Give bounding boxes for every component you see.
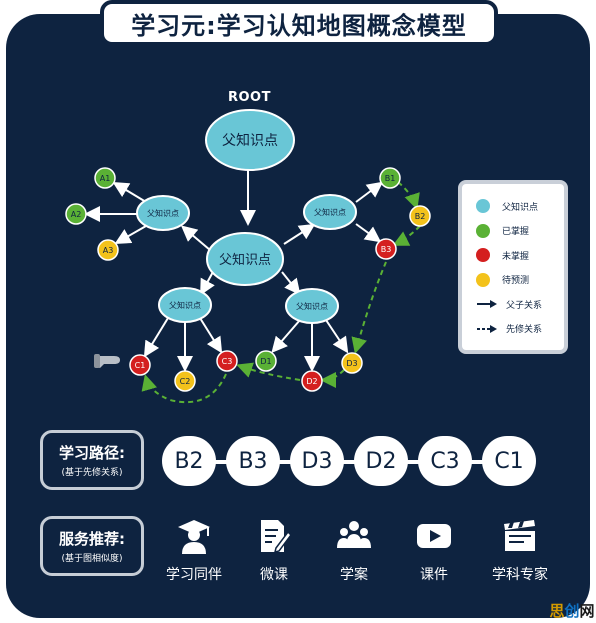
service-label: 学案 (340, 567, 368, 583)
node-c2 (174, 370, 196, 392)
legend-item-prerequisite: 先修关系 (476, 317, 564, 342)
legend-item-parent: 父知识点 (476, 194, 564, 219)
node-b1 (379, 167, 401, 189)
service-study-plan[interactable]: 学案 (314, 518, 394, 584)
legend-label: 先修关系 (506, 325, 543, 336)
node-c2-label: C2 (180, 377, 191, 386)
service-microlesson[interactable]: 微课 (234, 518, 314, 584)
clapperboard-icon (502, 518, 538, 554)
node-a2 (65, 203, 87, 225)
service-label: 微课 (260, 567, 288, 583)
node-b3-label: B3 (381, 245, 392, 254)
legend-label: 待预测 (502, 276, 530, 287)
watermark-char: 创 (564, 602, 580, 620)
legend-item-pending: 待预测 (476, 268, 564, 293)
learning-path-title: 学习路径: (59, 444, 125, 462)
root-node-label: 父知识点 (222, 132, 278, 149)
node-c3 (216, 350, 238, 372)
path-step: D3 (290, 436, 344, 486)
right-bottom-node (285, 288, 339, 324)
node-b2-label: B2 (415, 212, 426, 221)
node-d3-label: D3 (346, 359, 357, 368)
service-courseware[interactable]: 课件 (394, 518, 474, 584)
node-c3-label: C3 (222, 357, 233, 366)
left-top-node (136, 195, 190, 231)
dashed-arrow-icon (476, 324, 498, 334)
legend-item-mastered: 已掌握 (476, 219, 564, 244)
node-d3 (341, 352, 363, 374)
legend-label: 已掌握 (502, 227, 530, 238)
group-icon (336, 518, 372, 554)
parent-nodes (136, 109, 357, 324)
solid-arrow-icon (476, 299, 498, 309)
path-step: B3 (226, 436, 280, 486)
legend-mastered-dot (476, 223, 490, 238)
prerequisite-edges (141, 181, 421, 404)
service-expert[interactable]: 学科专家 (480, 518, 560, 584)
pointing-hand-icon (94, 354, 120, 368)
node-d1-label: D1 (260, 357, 271, 366)
learning-path: B2 B3 D3 D2 C3 C1 (162, 436, 542, 488)
watermark-char: 思 (549, 602, 565, 620)
node-b3 (375, 238, 397, 260)
path-step: D2 (354, 436, 408, 486)
root-node (205, 109, 295, 171)
node-a3 (97, 239, 119, 261)
service-label: 课件 (420, 567, 448, 583)
learning-path-label: 学习路径: (基于先修关系) (40, 430, 144, 490)
node-a3-label: A3 (103, 246, 114, 255)
left-top-node-label: 父知识点 (147, 208, 179, 218)
legend-unmastered-dot (476, 248, 490, 263)
watermark-logo: 思 创 网 (548, 598, 596, 623)
legend: 父知识点 已掌握 未掌握 待预测 父子关系 先修关系 (458, 180, 568, 354)
legend-item-unmastered: 未掌握 (476, 243, 564, 268)
path-step: C3 (418, 436, 472, 486)
node-d2-label: D2 (306, 377, 317, 386)
legend-label: 父子关系 (506, 300, 543, 311)
learning-path-subtitle: (基于先修关系) (61, 468, 123, 478)
left-bottom-node (158, 287, 212, 323)
document-edit-icon (256, 518, 292, 554)
node-d1 (255, 350, 277, 372)
service-label: 学习同伴 (166, 567, 222, 583)
services: 学习同伴 微课 学案 (158, 518, 568, 588)
play-icon (416, 518, 452, 554)
legend-label: 父知识点 (502, 202, 539, 213)
node-c1-label: C1 (135, 361, 146, 370)
legend-pending-dot (476, 272, 490, 287)
graduate-icon (176, 518, 212, 554)
node-b1-label: B1 (385, 174, 396, 183)
watermark-char: 网 (579, 602, 595, 620)
node-a2-label: A2 (71, 210, 82, 219)
node-d2 (301, 370, 323, 392)
legend-parent-dot (476, 199, 490, 214)
path-step: B2 (162, 436, 216, 486)
services-subtitle: (基于图相似度) (61, 554, 123, 564)
root-label: ROOT (228, 90, 271, 105)
leaf-nodes (65, 167, 431, 392)
legend-label: 未掌握 (502, 251, 530, 262)
services-title: 服务推荐: (59, 530, 125, 548)
parent-child-edges (84, 170, 384, 372)
service-peer[interactable]: 学习同伴 (154, 518, 234, 584)
node-b2 (409, 205, 431, 227)
center-node-label: 父知识点 (219, 252, 271, 268)
center-node (206, 232, 284, 286)
right-top-node (303, 194, 357, 230)
node-a1-label: A1 (100, 174, 111, 183)
service-label: 学科专家 (492, 567, 548, 583)
left-bottom-node-label: 父知识点 (169, 300, 201, 310)
node-a1 (94, 167, 116, 189)
page-title: 学习元:学习认知地图概念模型 (100, 0, 498, 46)
node-c1 (129, 354, 151, 376)
path-step: C1 (482, 436, 536, 486)
legend-item-parent-child: 父子关系 (476, 292, 564, 317)
right-top-node-label: 父知识点 (314, 207, 346, 217)
right-bottom-node-label: 父知识点 (296, 301, 328, 311)
services-label: 服务推荐: (基于图相似度) (40, 516, 144, 576)
